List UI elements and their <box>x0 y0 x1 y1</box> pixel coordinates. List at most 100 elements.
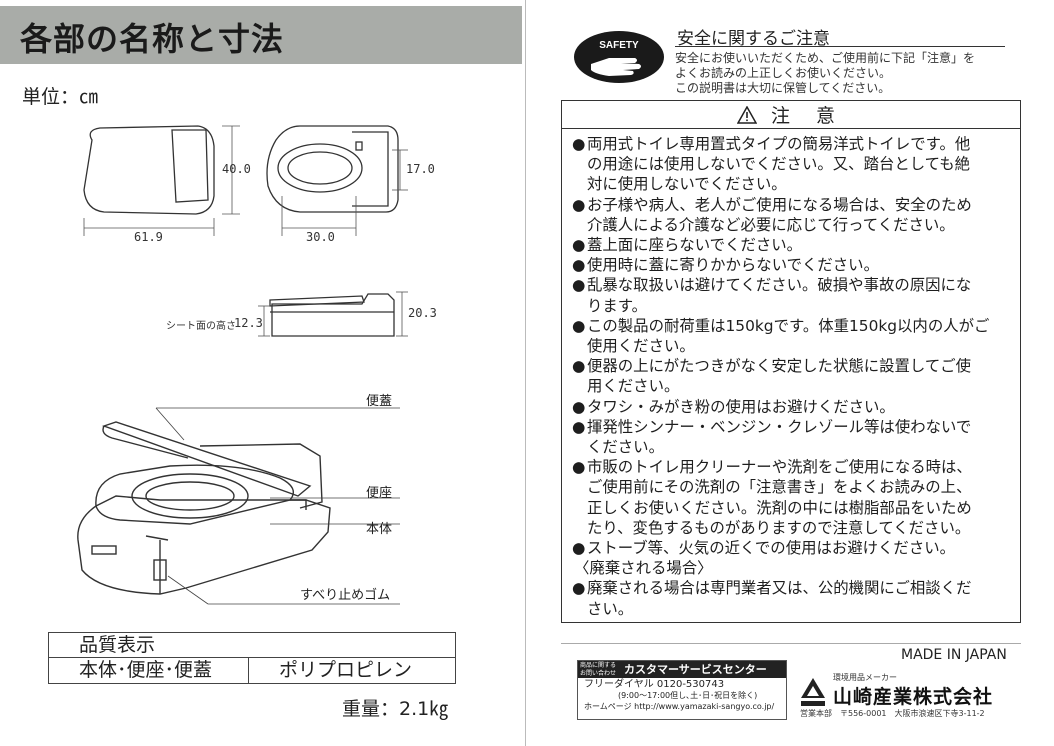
bullet-icon: ● <box>572 458 586 477</box>
made-in-label: MADE IN JAPAN <box>901 647 1007 663</box>
dim-seat-width: 30.0 <box>306 230 335 244</box>
customer-center-name: カスタマーサービスセンター <box>620 661 786 678</box>
bullet-icon: ● <box>572 417 586 436</box>
caution-line: たり、変色するものがありますので注意してください。 <box>587 518 971 537</box>
quality-header-row: 品質表示 <box>49 633 455 658</box>
caution-item: ●ストーブ等、火気の近くでの使用はお避けください。 <box>572 538 1020 558</box>
caution-header: 注 意 <box>562 101 1020 129</box>
caution-item: ●蓋上面に座らないでください。 <box>572 235 1020 255</box>
caution-item-text: 揮発性シンナー・ベンジン・クレゾール等は使わないでください。 <box>587 417 1007 457</box>
dim-seat-depth: 17.0 <box>406 162 435 176</box>
safety-intro-line: よくお読みの上正しくお使いください。 <box>675 66 892 80</box>
caution-title: 注 意 <box>770 105 846 127</box>
maker-logo-icon <box>801 678 825 706</box>
caution-line: ください。 <box>587 438 664 457</box>
caution-line: の用途には使用しないでください。又、踏台としても絶 <box>587 155 971 174</box>
quality-header: 品質表示 <box>79 634 156 656</box>
bullet-icon: ● <box>572 539 586 558</box>
caution-item-text: 市販のトイレ用クリーナーや洗剤をご使用になる時は、ご使用前にその洗剤の「注意書き… <box>587 457 1007 538</box>
safety-intro: 安全にお使いいただくため、ご使用前に下記「注意」を よくお読みの上正しくお使いく… <box>675 51 1015 96</box>
dim-depth: 40.0 <box>222 162 251 176</box>
bullet-icon: ● <box>572 397 586 416</box>
caution-line: お子様や病人、老人がご使用になる場合は、安全のため <box>587 195 972 214</box>
bullet-icon: ● <box>572 316 586 335</box>
part-label-lid: 便蓋 <box>366 394 393 409</box>
safety-title: 安全に関するご注意 <box>677 29 830 49</box>
caution-item: ●揮発性シンナー・ベンジン・クレゾール等は使わないでください。 <box>572 417 1020 457</box>
right-page: SAFETY 安全に関するご注意 安全にお使いいただくため、ご使用前に下記「注意… <box>527 0 1054 746</box>
safety-logo-text: SAFETY <box>599 40 639 51</box>
caution-line: タワシ・みがき粉の使用はお避けください。 <box>587 397 895 416</box>
caution-line: 用ください。 <box>587 377 680 396</box>
bullet-icon: ● <box>572 195 586 214</box>
dim-length: 61.9 <box>134 230 163 244</box>
disposal-header: 〈廃棄される場合〉 <box>574 559 713 578</box>
caution-item: ●乱暴な取扱いは避けてください。破損や事故の原因になります。 <box>572 275 1020 315</box>
caution-item-text: 使用時に蓋に寄りかからないでください。 <box>587 255 1007 275</box>
caution-line: 介護人による介護など必要に応じて行ってください。 <box>587 215 955 234</box>
maker-name: 山崎産業株式会社 <box>833 686 994 708</box>
unit-label: 単位：㎝ <box>22 86 99 108</box>
quality-material: ポリプロピレン <box>279 659 413 681</box>
footer-rule <box>561 643 1021 644</box>
part-label-seat: 便座 <box>366 486 393 501</box>
bullet-icon: ● <box>572 256 586 275</box>
caution-item-text: タワシ・みがき粉の使用はお避けください。 <box>587 397 1007 417</box>
caution-line: 正しくお使いください。洗剤の中には樹脂部品をいため <box>587 498 972 517</box>
safety-hand-icon: SAFETY <box>574 31 664 83</box>
bullet-icon: ● <box>572 579 586 598</box>
caution-item: ●市販のトイレ用クリーナーや洗剤をご使用になる時は、ご使用前にその洗剤の「注意書… <box>572 457 1020 538</box>
caution-item-text: 便器の上にがたつきがなく安定した状態に設置してご使用ください。 <box>587 356 1007 396</box>
caution-line: 廃棄される場合は専門業者又は、公的機関にご相談くだ <box>587 579 972 598</box>
left-page: 各部の名称と寸法 単位：㎝ <box>0 0 526 746</box>
customer-inquiry-label: 商品に関する お問い合わせ <box>578 661 620 678</box>
section-title: 各部の名称と寸法 <box>20 20 285 58</box>
caution-item: ●お子様や病人、老人がご使用になる場合は、安全のため介護人による介護など必要に応… <box>572 195 1020 235</box>
quality-table: 品質表示 本体･便座･便蓋 ポリプロピレン <box>48 632 456 684</box>
safety-title-rule <box>675 46 1005 47</box>
part-label-body: 本体 <box>366 522 393 537</box>
bullet-icon: ● <box>572 236 586 255</box>
caution-item: ●両用式トイレ専用置式タイプの簡易洋式トイレです。他の用途には使用しないでくださ… <box>572 134 1020 195</box>
maker-subtitle: 環境用品メーカー <box>833 673 897 682</box>
free-dial: フリーダイヤル 0120-530743 <box>584 679 725 690</box>
warning-triangle-icon <box>736 105 757 124</box>
caution-box: 注 意 ●両用式トイレ専用置式タイプの簡易洋式トイレです。他の用途には使用しない… <box>561 100 1021 623</box>
caution-item-text: この製品の耐荷重は150kgです。体重150kg以内の人がご使用ください。 <box>587 316 1007 356</box>
caution-line: 揮発性シンナー・ベンジン・クレゾール等は使わないで <box>587 417 972 436</box>
bullet-icon: ● <box>572 357 586 376</box>
caution-item-text: 両用式トイレ専用置式タイプの簡易洋式トイレです。他の用途には使用しないでください… <box>587 134 1007 195</box>
caution-line: ストーブ等、火気の近くでの使用はお避けください。 <box>587 539 955 558</box>
safety-intro-line: この説明書は大切に保管してください。 <box>675 81 891 95</box>
caution-line: この製品の耐荷重は150kgです。体重150kg以内の人がご <box>587 316 990 335</box>
seat-height-label: シート面の高さ <box>166 321 236 332</box>
dim-seat-height: 12.3 <box>234 316 263 330</box>
customer-service-header: 商品に関する お問い合わせ カスタマーサービスセンター <box>578 661 786 678</box>
maker-address: 営業本部 〒556-0001 大阪市浪速区下寺3-11-2 <box>800 709 985 718</box>
caution-item: ●廃棄される場合は専門業者又は、公的機関にご相談ください。 <box>572 578 1020 618</box>
caution-line: 対に使用しないでください。 <box>587 175 787 194</box>
caution-line: 便器の上にがたつきがなく安定した状態に設置してご使 <box>587 357 971 376</box>
caution-line: 使用時に蓋に寄りかからないでください。 <box>587 256 879 275</box>
caution-line: 蓋上面に座らないでください。 <box>587 236 803 255</box>
caution-line: 乱暴な取扱いは避けてください。破損や事故の原因にな <box>587 276 972 295</box>
caution-line: ご使用前にその洗剤の「注意書き」をよくお読みの上、 <box>587 478 972 497</box>
caution-item-text: 廃棄される場合は専門業者又は、公的機関にご相談ください。 <box>587 578 1007 618</box>
caution-line: 市販のトイレ用クリーナーや洗剤をご使用になる時は、 <box>587 458 972 477</box>
part-label-nonslip: すべり止めゴム <box>300 588 391 603</box>
caution-line: 使用ください。 <box>587 337 695 356</box>
dim-height: 20.3 <box>408 306 437 320</box>
section-title-band: 各部の名称と寸法 <box>0 6 522 64</box>
bullet-icon: ● <box>572 276 586 295</box>
caution-item: ●便器の上にがたつきがなく安定した状態に設置してご使用ください。 <box>572 356 1020 396</box>
caution-line: さい。 <box>587 599 634 618</box>
safety-intro-line: 安全にお使いいただくため、ご使用前に下記「注意」を <box>675 51 976 65</box>
homepage-link[interactable]: ホームページ http://www.yamazaki-sangyo.co.jp/ <box>584 702 775 711</box>
caution-item-text: ストーブ等、火気の近くでの使用はお避けください。 <box>587 538 1007 558</box>
caution-item-text: 乱暴な取扱いは避けてください。破損や事故の原因になります。 <box>587 275 1007 315</box>
caution-list: ●両用式トイレ専用置式タイプの簡易洋式トイレです。他の用途には使用しないでくださ… <box>562 129 1020 619</box>
caution-item-text: 蓋上面に座らないでください。 <box>587 235 1007 255</box>
caution-line: 両用式トイレ専用置式タイプの簡易洋式トイレです。他 <box>587 135 971 153</box>
caution-item: ●タワシ・みがき粉の使用はお避けください。 <box>572 397 1020 417</box>
service-hours: (9:00～17:00但し､土･日･祝日を除く) <box>618 691 758 700</box>
